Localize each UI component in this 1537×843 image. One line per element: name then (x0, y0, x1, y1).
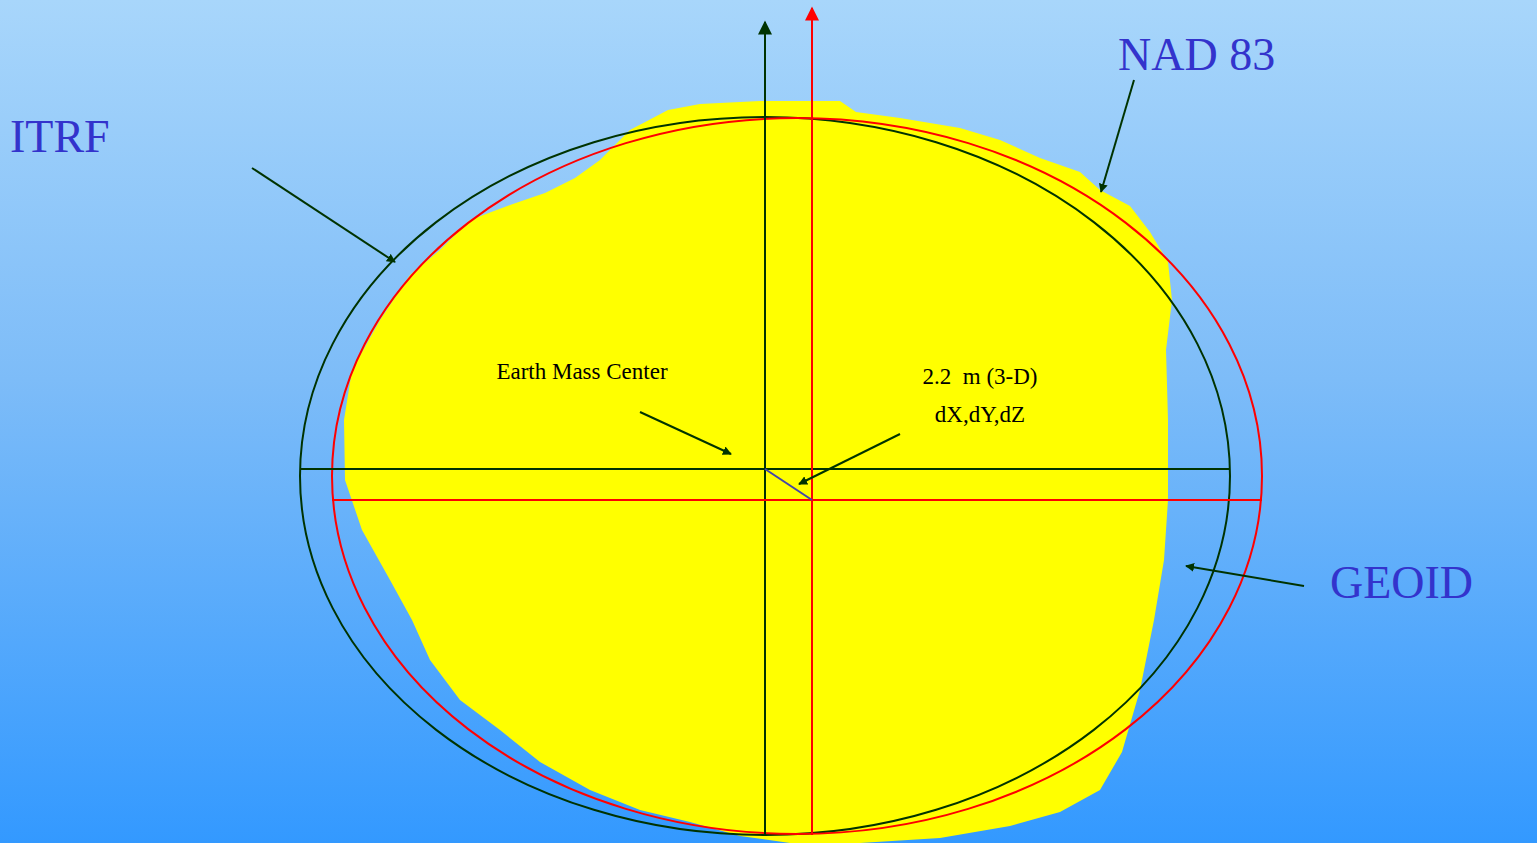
nad83-z-axis (811, 8, 813, 835)
point-label: Earth Mass Center (492, 353, 672, 391)
nad83-x-axis (332, 499, 1262, 501)
offset-label: 2.2 m (3-D) (880, 358, 1080, 396)
leader-line (252, 168, 395, 262)
offset-label: dX,dY,dZ (880, 396, 1080, 434)
leader-line (1186, 566, 1304, 586)
geoid-shape (344, 101, 1172, 843)
leader-line (640, 412, 731, 454)
leader-line (1101, 80, 1134, 192)
frame-label: NAD 83 (1118, 30, 1275, 81)
surface-label: GEOID (1330, 558, 1473, 609)
itrf-z-axis (764, 22, 766, 835)
leader-line (799, 434, 900, 484)
frame-label: ITRF (10, 112, 110, 163)
offset-vector (765, 469, 812, 500)
nad83-ellipse (332, 118, 1262, 834)
